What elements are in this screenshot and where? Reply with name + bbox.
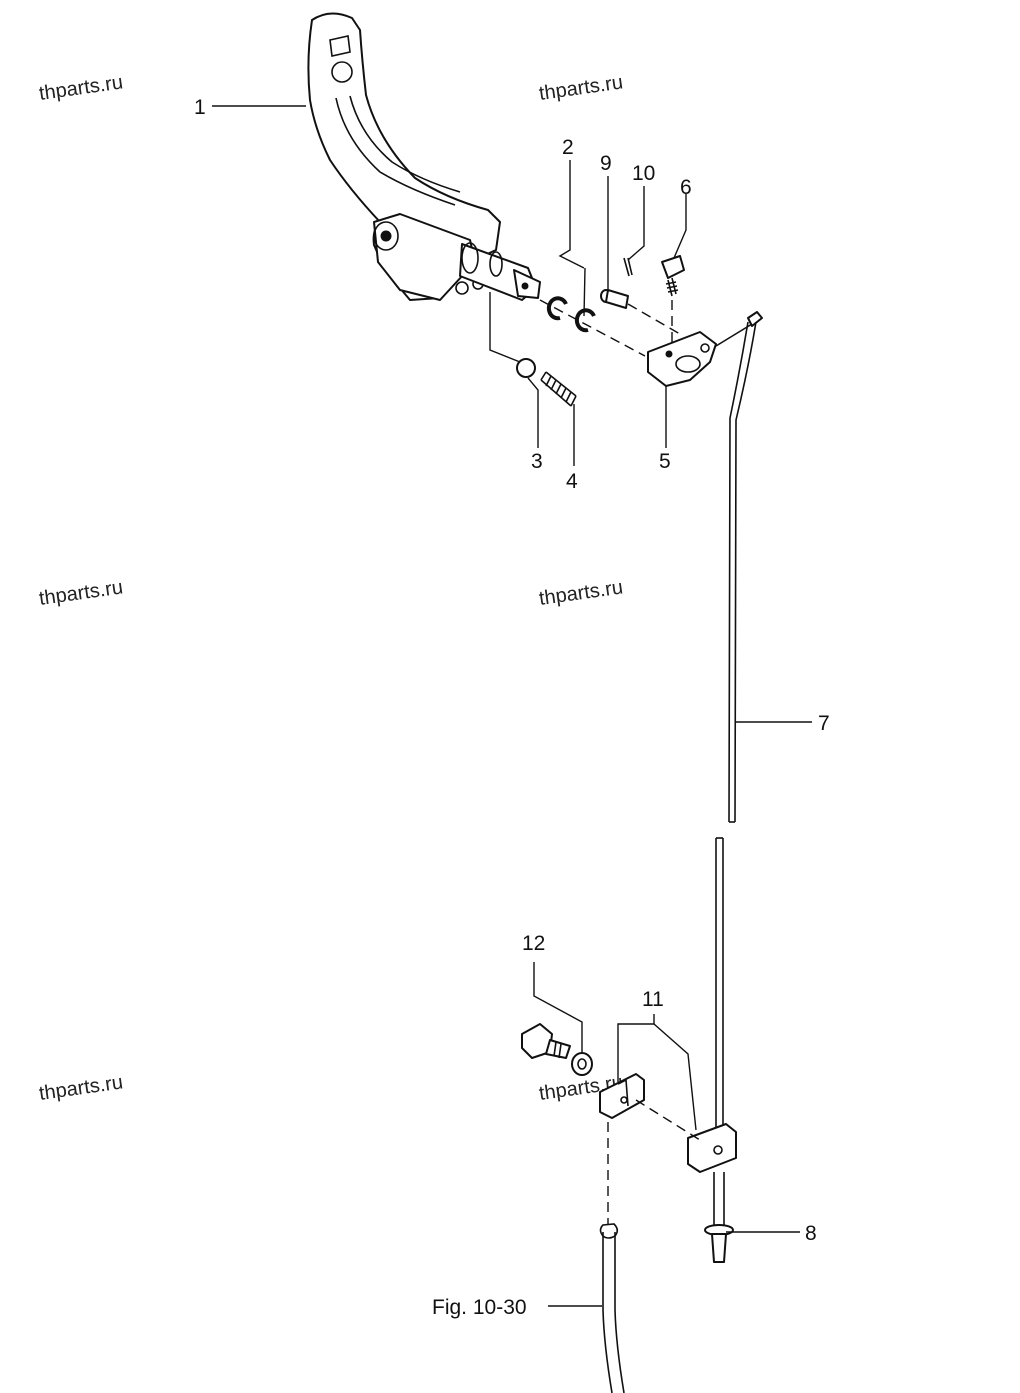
assembly-line bbox=[539, 299, 646, 357]
rod-end bbox=[704, 1172, 734, 1263]
leader-lines bbox=[212, 105, 812, 1307]
lower-linkage bbox=[599, 1122, 625, 1393]
callout-1: 1 bbox=[194, 96, 206, 119]
callout-7: 7 bbox=[818, 712, 830, 735]
callout-4: 4 bbox=[566, 470, 578, 493]
callout-3: 3 bbox=[531, 450, 543, 473]
rod-joint bbox=[687, 1123, 737, 1173]
callout-12: 12 bbox=[522, 932, 545, 955]
watermark: thparts.ru bbox=[538, 576, 625, 610]
lever bbox=[647, 331, 717, 387]
callout-5: 5 bbox=[659, 450, 671, 473]
callout-10: 10 bbox=[632, 162, 655, 185]
cotter-pin bbox=[623, 257, 633, 277]
snap-rings bbox=[546, 296, 596, 333]
watermark: thparts.ru bbox=[38, 576, 125, 610]
assembly-line bbox=[635, 1099, 701, 1141]
callout-9: 9 bbox=[600, 152, 612, 175]
callout-8: 8 bbox=[805, 1222, 817, 1245]
callout-labels: 1 2 3 4 5 6 7 8 9 10 11 12 Fig. 10-30 bbox=[194, 96, 830, 1319]
clamp-block bbox=[599, 1073, 645, 1119]
shift-rod bbox=[715, 311, 763, 1130]
watermark: thparts.ru bbox=[538, 71, 625, 105]
callout-6: 6 bbox=[680, 176, 692, 199]
pedal-arm bbox=[307, 12, 541, 301]
callout-2: 2 bbox=[562, 136, 574, 159]
watermark: thparts.ru bbox=[38, 1071, 125, 1105]
clevis-pin bbox=[600, 289, 629, 309]
watermark: thparts.ru bbox=[38, 71, 125, 105]
callout-11: 11 bbox=[642, 988, 664, 1011]
bolt-12 bbox=[521, 1023, 593, 1076]
assembly-line bbox=[627, 303, 681, 335]
figure-reference: Fig. 10-30 bbox=[432, 1296, 527, 1319]
detent-ball-spring bbox=[516, 358, 577, 407]
bolt-6 bbox=[661, 255, 685, 297]
